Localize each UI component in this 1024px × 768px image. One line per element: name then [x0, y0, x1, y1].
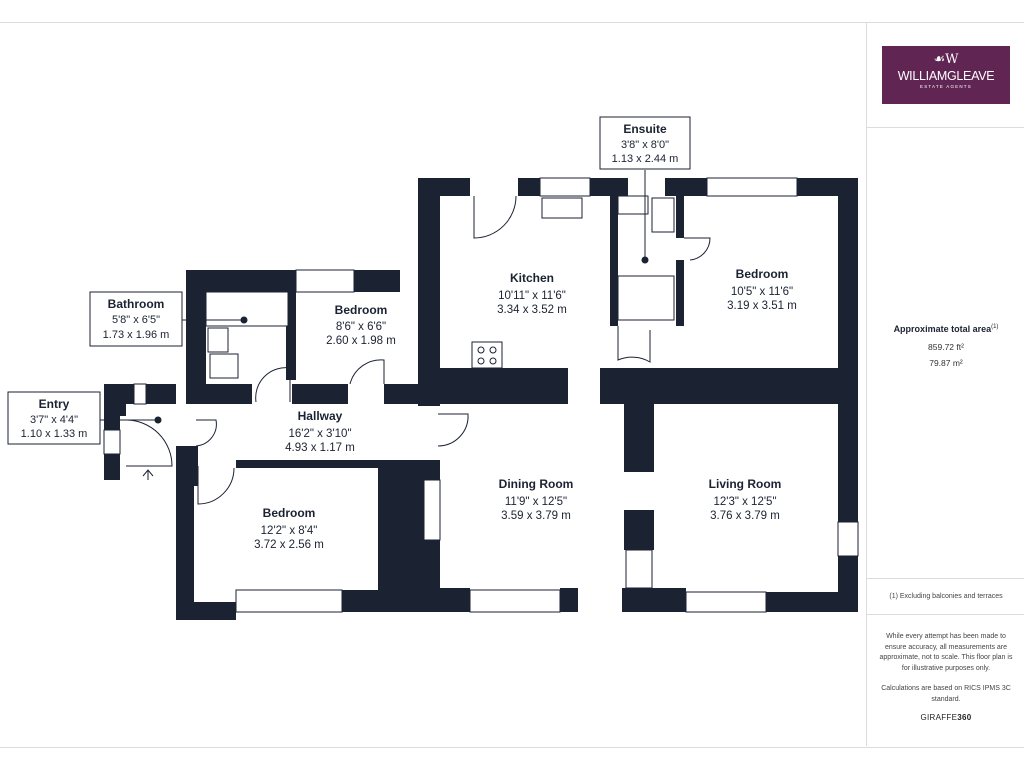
kitchen-sink — [541, 197, 583, 219]
kitchen-name: Kitchen — [510, 271, 554, 285]
agency-logo: ☙W WILLIAMGLEAVE ESTATE AGENTS — [882, 46, 1010, 104]
giraffe360-brand: GIRAFFE360 — [867, 713, 1024, 722]
bedroom-ne-imperial: 10'5" x 11'6" — [731, 286, 793, 298]
bathroom-imperial: 5'8" x 6'5" — [112, 314, 160, 326]
footnote: (1) Excluding balconies and terraces — [889, 593, 1003, 600]
living-name: Living Room — [709, 477, 782, 491]
logo-mark: ☙W — [933, 52, 959, 67]
doors — [125, 195, 711, 505]
floorplan-sheet — [0, 22, 1024, 748]
living-imperial: 12'3" x 12'5" — [713, 496, 776, 508]
bedroom-small-imperial: 8'6" x 6'6" — [336, 321, 386, 333]
floor-plan: Kitchen 10'11" x 11'6" 3.34 x 3.52 m Bed… — [7, 116, 859, 620]
dining-name: Dining Room — [499, 477, 574, 491]
windows — [103, 177, 859, 613]
ensuite-name: Ensuite — [623, 122, 667, 136]
dining-imperial: 11'9" x 12'5" — [505, 496, 567, 508]
divider — [867, 614, 1024, 615]
bedroom-sw-imperial: 12'2" x 8'4" — [261, 525, 318, 537]
ensuite-callout: Ensuite 3'8" x 8'0" 1.13 x 2.44 m — [599, 116, 691, 170]
ensuite-toilet — [651, 197, 675, 233]
area-sqm: 79.87 m² — [929, 358, 963, 368]
entry-imperial: 3'7" x 4'4" — [30, 414, 78, 426]
entry-metric: 1.10 x 1.33 m — [21, 428, 88, 440]
ensuite-metric: 1.13 x 2.44 m — [612, 153, 679, 165]
hob — [471, 341, 503, 369]
ensuite-basin — [617, 195, 649, 215]
kitchen-imperial: 10'11" x 11'6" — [498, 290, 566, 302]
bathroom-callout: Bathroom 5'8" x 6'5" 1.73 x 1.96 m — [89, 291, 183, 347]
walls — [104, 178, 858, 620]
bedroom-small-metric: 2.60 x 1.98 m — [326, 335, 396, 347]
bathroom-metric: 1.73 x 1.96 m — [103, 329, 170, 341]
area-title-text: Approximate total area — [893, 324, 992, 334]
divider — [867, 127, 1024, 128]
info-sidebar: ☙W WILLIAMGLEAVE ESTATE AGENTS Approxima… — [866, 22, 1024, 746]
ensuite-imperial: 3'8" x 8'0" — [621, 139, 669, 151]
entry-name: Entry — [39, 397, 70, 411]
basin — [207, 327, 229, 353]
disclaimer: While every attempt has been made to ens… — [879, 633, 1013, 672]
giraffe-text: GIRAFFE — [920, 713, 958, 722]
callout-leaders — [100, 170, 649, 424]
hallway-imperial: 16'2" x 3'10" — [288, 428, 351, 440]
kitchen-metric: 3.34 x 3.52 m — [497, 304, 567, 316]
area-title-note: (1) — [991, 324, 999, 330]
entry-callout: Entry 3'7" x 4'4" 1.10 x 1.33 m — [7, 391, 101, 445]
bedroom-sw-metric: 3.72 x 2.56 m — [254, 539, 324, 551]
bedroom-sw-name: Bedroom — [263, 506, 316, 520]
toilet — [209, 353, 239, 379]
dining-metric: 3.59 x 3.79 m — [501, 510, 571, 522]
giraffe-num: 360 — [957, 713, 972, 722]
logo-sub: ESTATE AGENTS — [920, 84, 972, 89]
bedroom-ne-metric: 3.19 x 3.51 m — [727, 300, 797, 312]
area-title: Approximate total area(1) — [867, 324, 1024, 334]
logo-name: WILLIAMGLEAVE — [897, 69, 995, 83]
living-metric: 3.76 x 3.79 m — [710, 510, 780, 522]
bathroom-name: Bathroom — [108, 297, 165, 311]
bedroom-small-name: Bedroom — [335, 303, 388, 317]
calc-note: Calculations are based on RICS IPMS 3C s… — [881, 685, 1011, 703]
divider — [867, 578, 1024, 579]
bedroom-ne-name: Bedroom — [736, 267, 789, 281]
area-sqft: 859.72 ft² — [928, 342, 964, 352]
hallway-name: Hallway — [298, 409, 343, 423]
shower-tray — [617, 275, 675, 321]
hallway-metric: 4.93 x 1.17 m — [285, 442, 355, 454]
entrance-arrow — [142, 469, 154, 480]
